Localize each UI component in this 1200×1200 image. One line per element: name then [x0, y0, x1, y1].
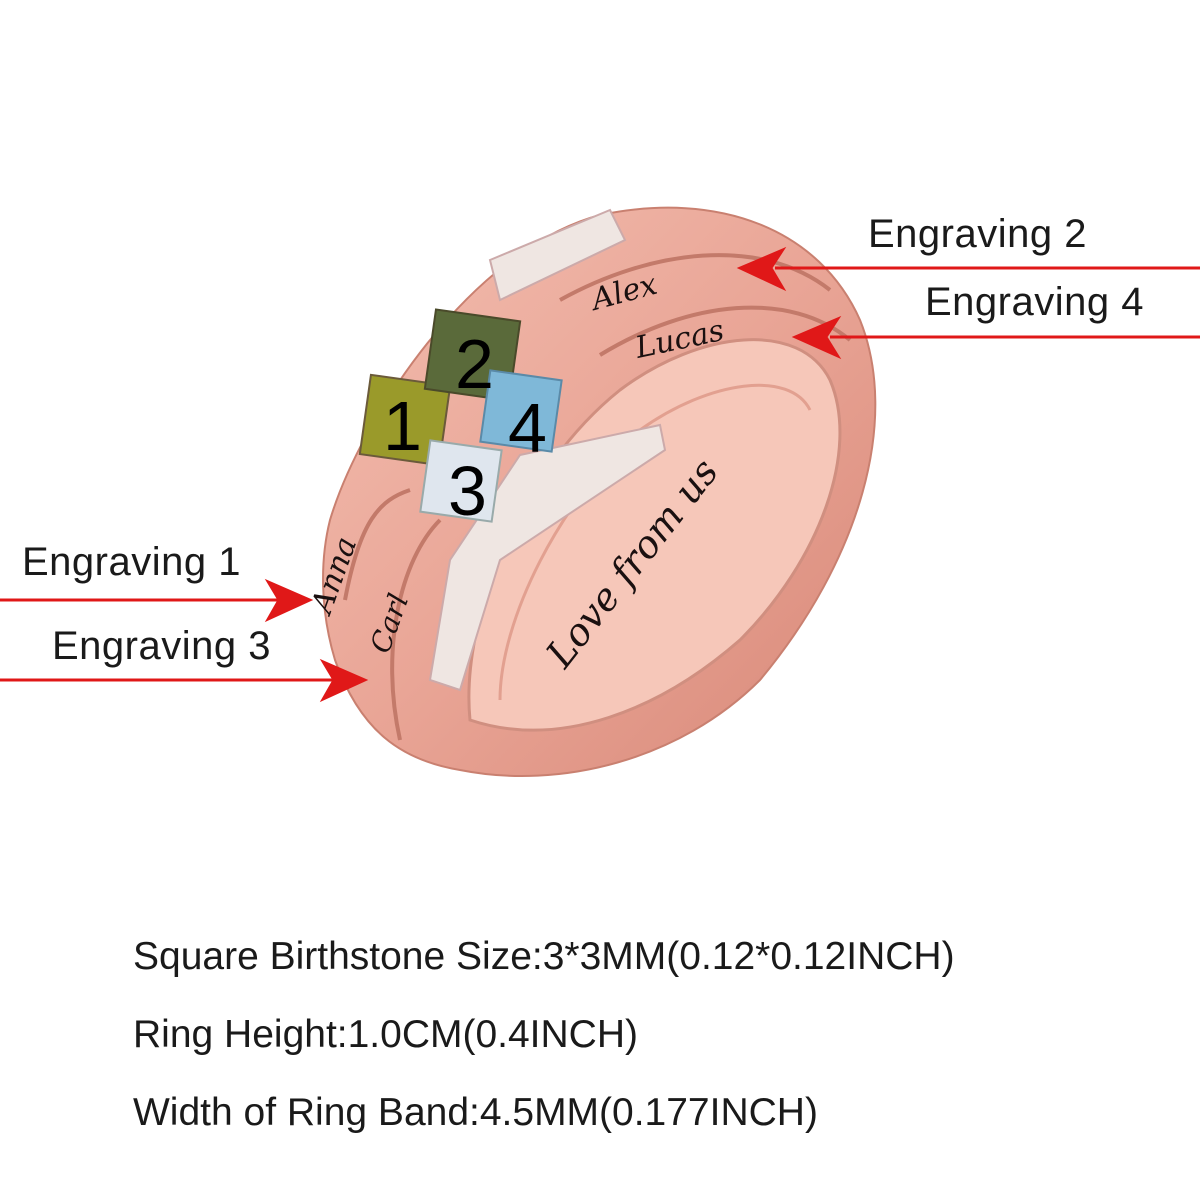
diamond-pave-bottom	[428, 423, 667, 692]
stone-number-3: 3	[448, 452, 487, 530]
arrowhead-engraving-4	[791, 315, 842, 360]
arrowhead-engraving-2	[736, 246, 787, 292]
spec-ring-height: Ring Height:1.0CM(0.4INCH)	[133, 1013, 639, 1056]
stone-number-1: 1	[383, 387, 422, 465]
arrowhead-engraving-1	[264, 578, 314, 623]
callout-engraving-3: Engraving 3	[52, 624, 271, 668]
stone-number-2: 2	[455, 325, 494, 403]
stone-number-4: 4	[508, 389, 547, 467]
birthstone-3	[419, 439, 503, 523]
birthstone-1	[358, 373, 452, 467]
callout-engraving-4: Engraving 4	[925, 280, 1144, 324]
spec-band-width: Width of Ring Band:4.5MM(0.177INCH)	[133, 1091, 818, 1134]
birthstone-4	[479, 369, 563, 453]
birthstone-setting: 1 2 3 4	[358, 308, 563, 530]
arrowhead-engraving-3	[319, 658, 369, 703]
diamond-pave-top	[488, 208, 627, 302]
spec-stone-size: Square Birthstone Size:3*3MM(0.12*0.12IN…	[133, 935, 955, 978]
callout-engraving-2: Engraving 2	[868, 212, 1087, 256]
callout-engraving-1: Engraving 1	[22, 540, 241, 584]
